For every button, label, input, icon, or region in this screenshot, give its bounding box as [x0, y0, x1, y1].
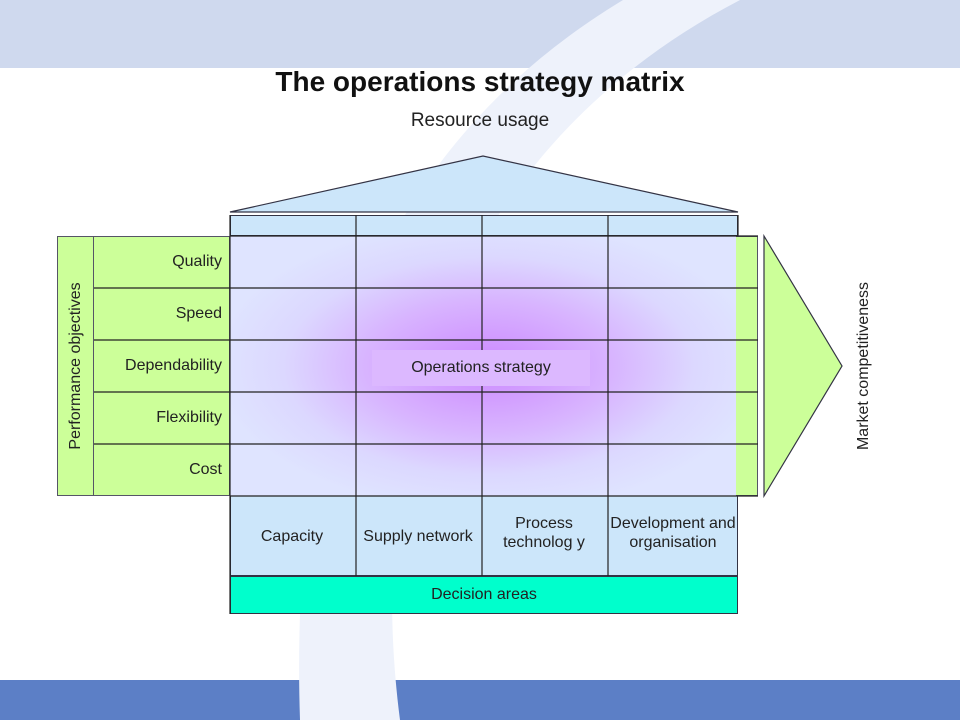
- decision-area-supply-network: Supply network: [363, 527, 473, 545]
- bottom-band: [0, 680, 960, 720]
- decision-areas-bar: Decision areas: [230, 576, 738, 614]
- operations-strategy-label: Operations strategy: [372, 350, 590, 386]
- objective-dependability: Dependability: [125, 357, 222, 374]
- decision-area-capacity: Capacity: [260, 527, 324, 545]
- top-band: [0, 0, 960, 68]
- performance-objectives-column: [57, 236, 94, 496]
- objective-speed: Speed: [175, 305, 222, 322]
- decision-area-cells: [230, 496, 738, 576]
- decision-area-process-technology: Process technolog y: [503, 515, 585, 551]
- decision-area-development: Development and organisation: [610, 515, 736, 551]
- objective-quality: Quality: [172, 253, 222, 270]
- market-competitiveness-label: Market competitiveness: [855, 281, 872, 451]
- objective-flexibility: Flexibility: [156, 409, 222, 426]
- objective-cost: Cost: [189, 461, 222, 478]
- page-title: The operations strategy matrix: [275, 66, 685, 97]
- resource-usage-label: Resource usage: [410, 110, 550, 131]
